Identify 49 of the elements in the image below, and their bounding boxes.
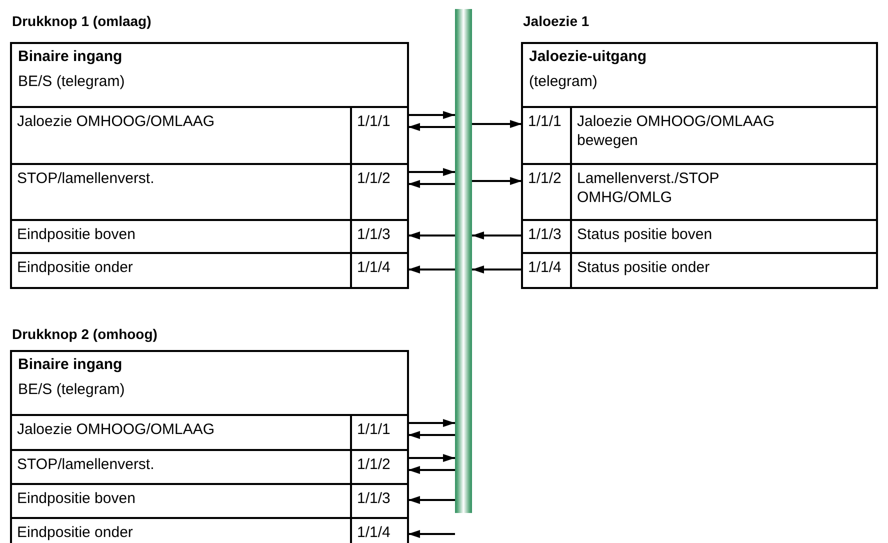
arrow bbox=[408, 530, 455, 538]
device-heading: Jaloezie 1 bbox=[522, 12, 590, 31]
table-cell: 1/1/4 bbox=[350, 252, 407, 287]
arrow bbox=[472, 177, 522, 185]
table-cell: 1/1/3 bbox=[350, 483, 407, 517]
arrow bbox=[408, 180, 455, 188]
table-cell: Status positie onder bbox=[570, 252, 876, 287]
device-heading: Drukknop 2 (omhoog) bbox=[11, 325, 158, 344]
table-cell: 1/1/1 bbox=[350, 414, 407, 449]
arrow bbox=[408, 232, 455, 240]
table-cell: 1/1/4 bbox=[350, 517, 407, 543]
table-cell: 1/1/2 bbox=[350, 449, 407, 483]
arrow bbox=[408, 266, 455, 274]
arrow bbox=[408, 419, 455, 427]
arrow bbox=[408, 496, 455, 504]
device-heading: Drukknop 1 (omlaag) bbox=[11, 12, 152, 31]
arrow bbox=[472, 120, 522, 128]
table-cell: STOP/lamellenverst. bbox=[12, 449, 350, 483]
arrow bbox=[408, 111, 455, 119]
table-cell: Jaloezie OMHOOG/OMLAAG bewegen bbox=[570, 106, 876, 163]
arrow bbox=[472, 232, 522, 240]
table-cell: 1/1/4 bbox=[523, 252, 570, 287]
arrow bbox=[472, 266, 522, 274]
table-cell: Jaloezie OMHOOG/OMLAAG bbox=[12, 414, 350, 449]
arrow bbox=[408, 454, 455, 462]
arrow bbox=[408, 123, 455, 131]
table-cell: 1/1/2 bbox=[523, 163, 570, 219]
arrow bbox=[408, 431, 455, 439]
table-cell: 1/1/2 bbox=[350, 163, 407, 219]
object-title: Jaloezie-uitgang bbox=[529, 48, 648, 65]
object-subtitle: (telegram) bbox=[529, 73, 598, 90]
table-cell: Eindpositie boven bbox=[12, 483, 350, 517]
table-cell: Eindpositie onder bbox=[12, 252, 350, 287]
object-title: Binaire ingang bbox=[18, 356, 124, 373]
table-cell: Lamellenverst./STOP OMHG/OMLG bbox=[570, 163, 876, 219]
table-cell: 1/1/3 bbox=[350, 219, 407, 252]
table-cell: Status positie boven bbox=[570, 219, 876, 252]
arrow bbox=[408, 168, 455, 176]
table-cell: Eindpositie onder bbox=[12, 517, 350, 543]
table-cell: Eindpositie boven bbox=[12, 219, 350, 252]
table-cell: 1/1/3 bbox=[523, 219, 570, 252]
table-cell: 1/1/1 bbox=[523, 106, 570, 163]
object-subtitle: BE/S (telegram) bbox=[18, 381, 126, 398]
object-title: Binaire ingang bbox=[18, 48, 124, 65]
table-cell: 1/1/1 bbox=[350, 106, 407, 163]
arrow bbox=[408, 466, 455, 474]
object-subtitle: BE/S (telegram) bbox=[18, 73, 126, 90]
table-cell: Jaloezie OMHOOG/OMLAAG bbox=[12, 106, 350, 163]
table-cell: STOP/lamellenverst. bbox=[12, 163, 350, 219]
